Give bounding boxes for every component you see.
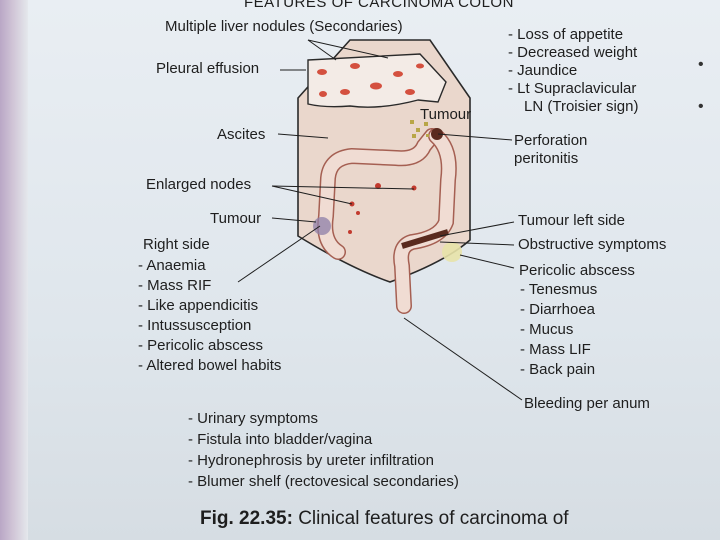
liver-nodule — [370, 82, 382, 90]
liver-nodule — [416, 63, 424, 69]
label-pleural-effusion: Pleural effusion — [156, 60, 260, 77]
label-liver-nodules: Multiple liver nodules (Secondaries) — [165, 18, 403, 35]
margin-bullet: • — [698, 56, 704, 73]
tumour-top-mass — [431, 128, 443, 140]
label-ascites: Ascites — [217, 126, 266, 143]
enlarged-nodes — [348, 183, 417, 234]
liver-nodule — [317, 69, 327, 75]
list-item: - Fistula into bladder/vagina — [188, 431, 373, 448]
label-bleeding: Bleeding per anum — [524, 395, 650, 412]
liver-nodule — [405, 89, 415, 95]
list-item: - Altered bowel habits — [138, 357, 282, 374]
list-item: - Like appendicitis — [138, 297, 259, 314]
list-item: - Pericolic abscess — [138, 337, 264, 354]
tumour-right-mass — [313, 217, 331, 235]
list-item: LN (Troisier sign) — [524, 98, 639, 115]
leader-lines — [237, 39, 523, 401]
left-side-list: - Tenesmus - Diarrhoea - Mucus - Mass LI… — [520, 280, 597, 380]
label-obstructive: Obstructive symptoms — [518, 236, 667, 253]
list-item: - Back pain — [520, 361, 596, 378]
pericolic-abscess-area — [442, 242, 462, 262]
list-item: - Decreased weight — [508, 44, 638, 61]
right-side-list: - Anaemia - Mass RIF - Like appendicitis… — [138, 256, 281, 376]
liver-nodule — [319, 91, 327, 97]
list-item: - Urinary symptoms — [188, 410, 319, 427]
list-item: - Intussusception — [138, 317, 252, 334]
list-item: - Blumer shelf (rectovesical secondaries… — [188, 473, 459, 490]
figure-number: Fig. 22.35: — [200, 508, 293, 529]
list-item: - Mass RIF — [138, 277, 212, 294]
label-tumour-top: Tumour — [420, 106, 472, 123]
label-peritonitis: peritonitis — [514, 150, 579, 167]
list-item: - Hydronephrosis by ureter infiltration — [188, 452, 434, 469]
liver-nodules — [317, 63, 424, 97]
margin-bullet: • — [698, 98, 704, 115]
list-item: - Mucus — [520, 321, 574, 338]
liver-region — [307, 53, 447, 108]
label-tumour-right: Tumour — [210, 210, 262, 227]
book-page-edge — [0, 0, 28, 540]
list-item: - Jaundice — [508, 62, 578, 79]
figure-caption: Fig. 22.35: Clinical features of carcino… — [200, 508, 569, 530]
list-item: - Anaemia — [138, 257, 206, 274]
liver-nodule — [350, 63, 360, 69]
systemic-features-list: - Loss of appetite - Decreased weight - … — [508, 26, 638, 116]
tumour-left-band — [401, 229, 449, 249]
figure-caption-text: Clinical features of carcinoma of — [298, 508, 569, 529]
list-item: - Tenesmus — [520, 281, 598, 298]
left-side-heading: Pericolic abscess — [519, 262, 635, 279]
liver-nodule — [393, 71, 403, 77]
right-side-heading: Right side — [143, 236, 210, 253]
liver-nodule — [340, 89, 350, 95]
label-tumour-left: Tumour left side — [518, 212, 625, 229]
bottom-features-list: - Urinary symptoms - Fistula into bladde… — [188, 408, 459, 492]
peritonitis-spots — [410, 120, 429, 138]
list-item: - Diarrhoea — [520, 301, 596, 318]
header-title: FEATURES OF CARCINOMA COLON — [244, 0, 514, 11]
list-item: - Lt Supraclavicular — [508, 80, 637, 97]
label-enlarged-nodes: Enlarged nodes — [146, 176, 252, 193]
list-item: - Loss of appetite — [508, 26, 624, 43]
list-item: - Mass LIF — [520, 341, 591, 358]
label-perforation: Perforation — [514, 132, 588, 149]
